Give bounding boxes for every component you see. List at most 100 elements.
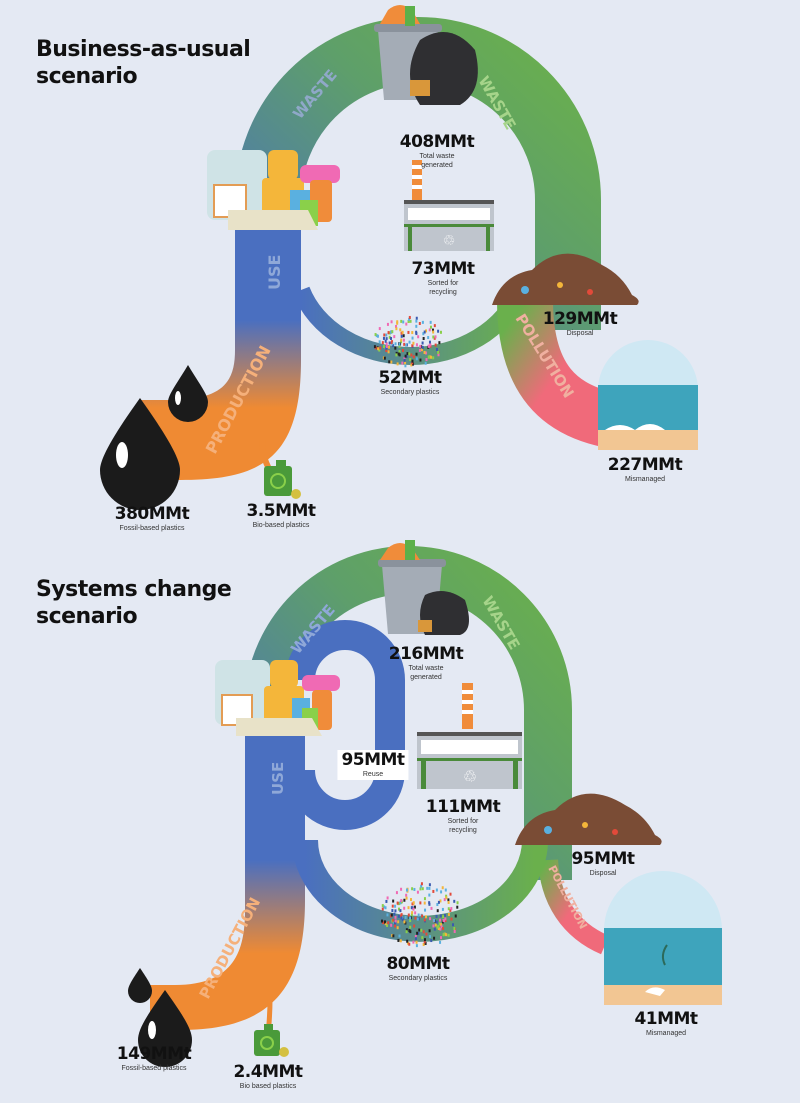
confetti-piece xyxy=(405,354,408,358)
confetti-piece xyxy=(407,906,410,910)
stage-label-use: USE xyxy=(265,255,284,290)
confetti-piece xyxy=(400,916,403,920)
confetti-piece xyxy=(396,362,399,366)
confetti-piece xyxy=(390,320,393,324)
confetti-piece xyxy=(401,330,404,334)
confetti-piece xyxy=(419,887,422,891)
secondary-plastics-desc: Secondary plastics xyxy=(380,389,440,396)
confetti-piece xyxy=(445,933,448,937)
sorted-recycling-value: 111MMt xyxy=(425,797,501,817)
total-waste-label: 216MMt Total waste generated xyxy=(389,645,464,682)
trash-can-icon xyxy=(378,540,469,635)
confetti-piece xyxy=(418,348,421,352)
confetti-piece xyxy=(438,918,441,922)
confetti-piece xyxy=(419,358,422,362)
confetti-piece xyxy=(409,358,412,362)
confetti-piece xyxy=(396,926,399,930)
confetti-piece xyxy=(427,355,430,359)
confetti-piece xyxy=(417,932,420,936)
confetti-piece xyxy=(394,915,397,919)
confetti-piece xyxy=(377,347,380,351)
confetti-piece xyxy=(415,324,418,328)
confetti-piece xyxy=(406,352,409,356)
confetti-piece xyxy=(399,909,402,913)
confetti-piece xyxy=(402,334,405,338)
bio-based-value: 2.4MMt xyxy=(233,1062,303,1082)
confetti-piece xyxy=(421,936,424,940)
mismanaged-value: 227MMt xyxy=(607,455,683,475)
confetti-piece xyxy=(412,901,415,905)
confetti-piece xyxy=(432,889,435,893)
confetti-piece xyxy=(401,918,404,922)
confetti-piece xyxy=(430,939,433,943)
bio-fuel-can-icon xyxy=(254,1024,289,1057)
confetti-piece xyxy=(399,901,402,905)
confetti-piece xyxy=(405,343,408,347)
confetti-piece xyxy=(410,363,413,367)
confetti-piece xyxy=(383,356,386,360)
confetti-piece xyxy=(441,907,444,911)
confetti-piece xyxy=(428,886,431,890)
confetti-piece xyxy=(423,897,426,901)
confetti-piece xyxy=(395,353,398,357)
confetti-piece xyxy=(404,361,407,365)
confetti-piece xyxy=(421,320,424,324)
confetti-piece xyxy=(410,913,413,917)
title-line-2: scenario xyxy=(36,64,138,89)
confetti-piece xyxy=(432,924,435,928)
sorted-recycling-desc: Sorted for recycling xyxy=(447,818,479,834)
confetti-piece xyxy=(454,914,457,918)
confetti-piece xyxy=(391,909,394,913)
confetti-piece xyxy=(382,336,385,340)
confetti-piece xyxy=(385,345,388,349)
confetti-piece xyxy=(405,322,408,326)
confetti-piece xyxy=(428,340,431,344)
confetti-piece xyxy=(409,925,412,929)
confetti-piece xyxy=(408,340,411,344)
confetti-piece xyxy=(447,900,450,904)
confetti-piece xyxy=(424,941,427,945)
confetti-piece xyxy=(437,329,440,333)
confetti-piece xyxy=(381,341,384,345)
disposal-label: 95MMt Disposal xyxy=(571,850,635,878)
confetti-piece xyxy=(429,343,432,347)
confetti-piece xyxy=(413,924,416,928)
confetti-piece xyxy=(402,338,405,342)
confetti-piece xyxy=(384,339,387,343)
ocean-pollution-icon xyxy=(604,871,722,1005)
confetti-piece xyxy=(439,940,442,944)
confetti-piece xyxy=(398,934,401,938)
secondary-plastics-value: 52MMt xyxy=(378,368,442,388)
reuse-loop xyxy=(285,620,405,830)
confetti-piece xyxy=(421,345,424,349)
confetti-piece xyxy=(387,331,390,335)
confetti-piece xyxy=(394,342,397,346)
confetti-piece xyxy=(450,917,453,921)
title-line-1: Systems change xyxy=(36,577,232,602)
confetti-piece xyxy=(414,911,417,915)
confetti-piece xyxy=(398,349,401,353)
confetti-piece xyxy=(403,357,406,361)
recycling-facility-icon: ♲ xyxy=(417,683,522,789)
confetti-piece xyxy=(373,345,376,349)
confetti-piece xyxy=(411,344,414,348)
confetti-piece xyxy=(404,354,407,358)
confetti-piece xyxy=(397,938,400,942)
total-waste-value: 408MMt xyxy=(399,132,475,152)
trash-can-icon xyxy=(374,5,478,105)
confetti-piece xyxy=(415,319,418,323)
title-line-1: Business-as-usual xyxy=(36,37,251,62)
svg-text:♲: ♲ xyxy=(443,232,456,248)
confetti-piece xyxy=(387,350,390,354)
confetti-piece xyxy=(408,942,411,946)
confetti-piece xyxy=(392,918,395,922)
confetti-piece xyxy=(387,921,390,925)
confetti-piece xyxy=(414,916,417,920)
confetti-piece xyxy=(399,328,402,332)
sorted-recycling-value: 73MMt xyxy=(411,259,475,279)
mismanaged-label: 41MMt Mismanaged xyxy=(634,1010,698,1038)
confetti-piece xyxy=(398,342,401,346)
confetti-piece xyxy=(423,940,426,944)
confetti-piece xyxy=(428,935,431,939)
recycling-facility-icon: ♲ xyxy=(404,160,494,251)
